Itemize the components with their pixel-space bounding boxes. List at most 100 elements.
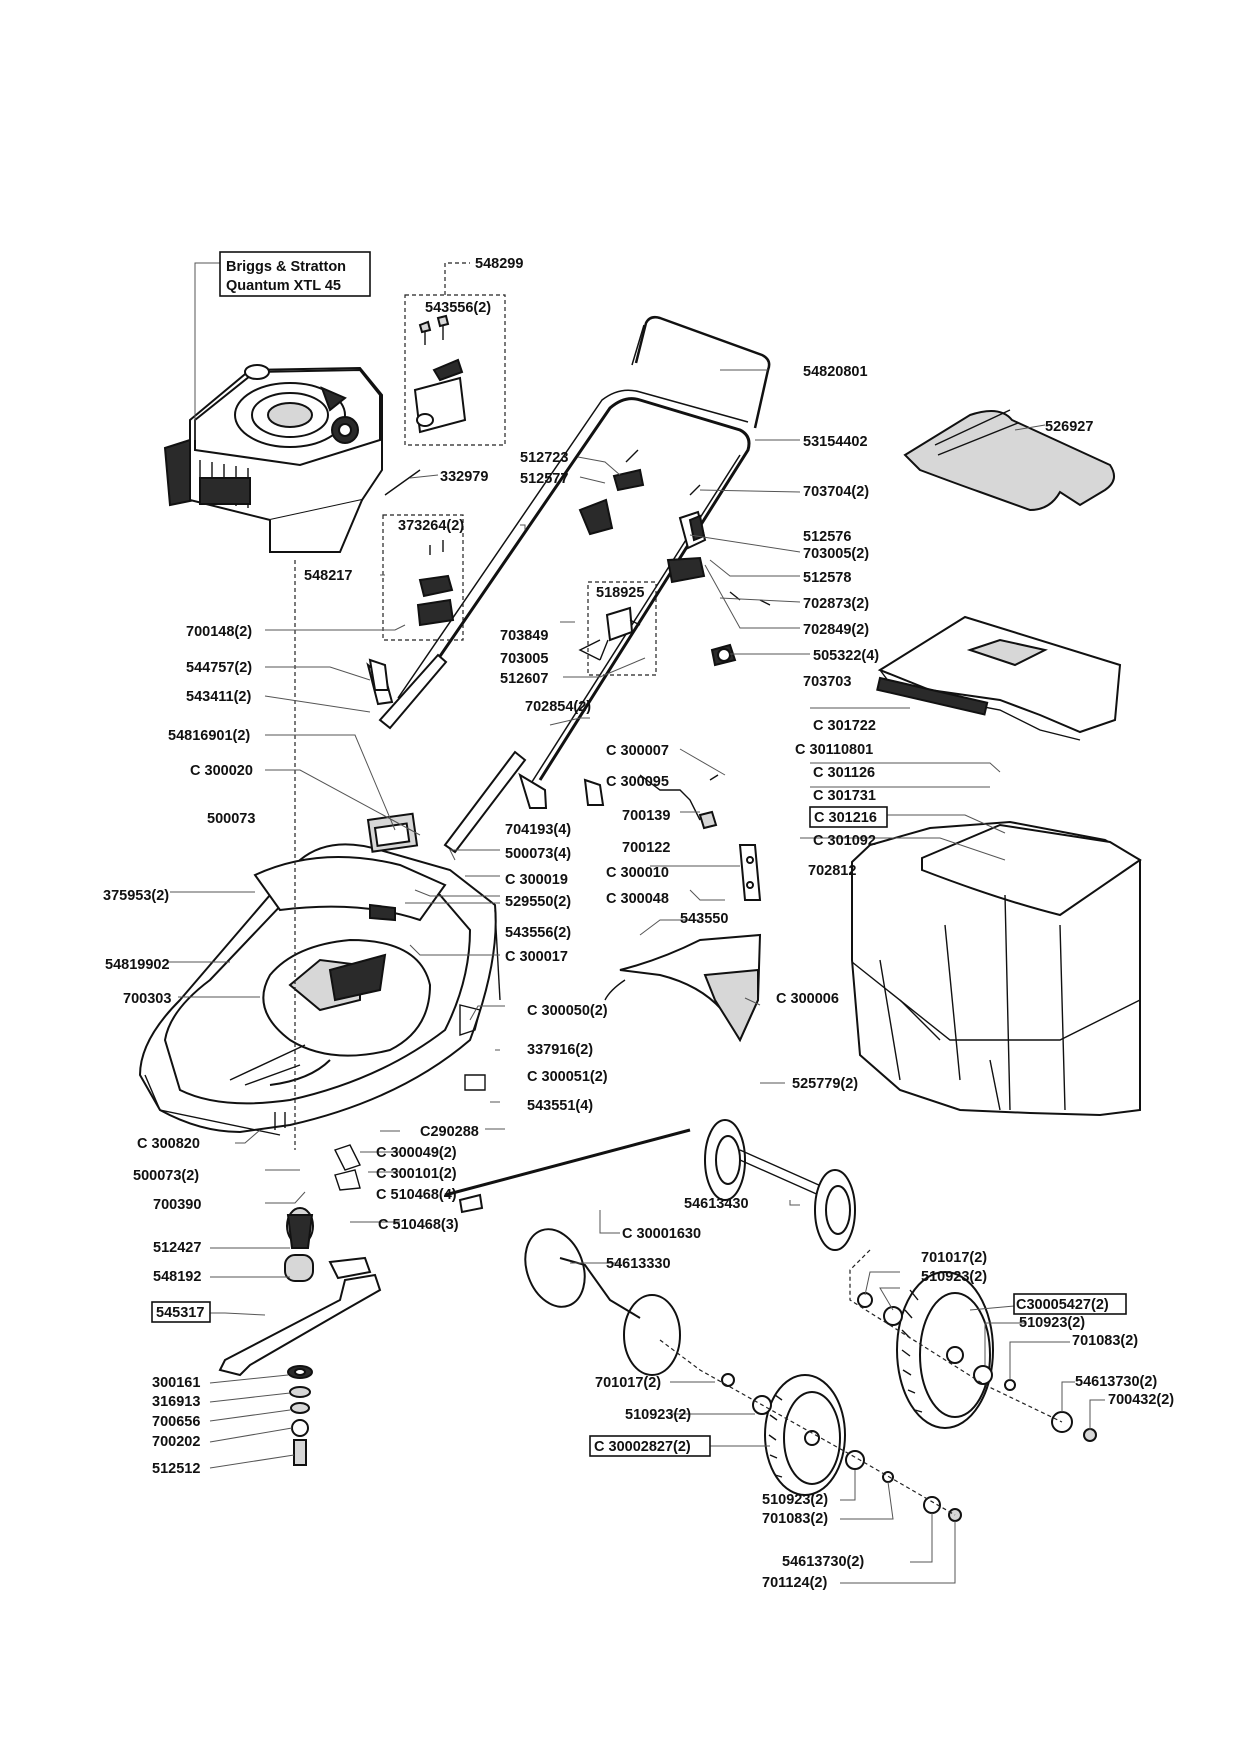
part-label: 703005	[500, 651, 548, 667]
part-label: 332979	[440, 469, 488, 485]
part-label: C 300007	[606, 743, 669, 759]
part-label: 500073	[207, 811, 255, 827]
part-label: 316913	[152, 1394, 200, 1410]
part-label: 700139	[622, 808, 670, 824]
rear-flap-drawing	[604, 933, 762, 1043]
part-label: 548299	[475, 256, 523, 272]
rear-wheel-axis	[849, 1249, 1063, 1423]
part-label: 704193(4)	[505, 822, 571, 838]
group-548299-leader	[444, 262, 470, 295]
grass-catcher-drawing	[851, 409, 1142, 1117]
group-548217-box	[382, 514, 464, 641]
part-label: 544757(2)	[186, 660, 252, 676]
part-label: 510923(2)	[921, 1269, 987, 1285]
engine-label-box	[219, 251, 371, 297]
part-label: 54613430	[684, 1196, 749, 1212]
part-label: 512578	[803, 570, 851, 586]
part-label: C 300017	[505, 949, 568, 965]
part-label: C290288	[420, 1124, 479, 1140]
part-label: 700202	[152, 1434, 200, 1450]
part-label: 702849(2)	[803, 622, 869, 638]
part-label: 526927	[1045, 419, 1093, 435]
part-label: 337916(2)	[527, 1042, 593, 1058]
part-label: 701017(2)	[595, 1375, 661, 1391]
leader-lines	[168, 262, 1105, 1584]
engine-label-line1: Briggs & Stratton	[226, 259, 346, 275]
part-label: 512723	[520, 450, 568, 466]
part-label: 512427	[153, 1240, 201, 1256]
label-c301216: C 301216	[814, 810, 877, 826]
part-label: 700656	[152, 1414, 200, 1430]
label-box-c30002827	[589, 1435, 711, 1457]
part-label: 543556(2)	[505, 925, 571, 941]
engine-label-line2: Quantum XTL 45	[226, 278, 341, 294]
part-label: 702873(2)	[803, 596, 869, 612]
part-label: 525779(2)	[792, 1076, 858, 1092]
part-label: C 300095	[606, 774, 669, 790]
part-label: C 30001630	[622, 1226, 701, 1242]
part-label: 700122	[622, 840, 670, 856]
part-label: 700148(2)	[186, 624, 252, 640]
part-label: 529550(2)	[505, 894, 571, 910]
part-label: C 300051(2)	[527, 1069, 608, 1085]
throttle-control-drawing	[384, 314, 641, 661]
group-548299-box	[404, 294, 506, 446]
part-label: 702812	[808, 863, 856, 879]
part-label: 53154402	[803, 434, 868, 450]
label-c30005427: C30005427(2)	[1016, 1297, 1109, 1313]
part-label: 54820801	[803, 364, 868, 380]
part-label: 701124(2)	[762, 1575, 827, 1591]
part-label: 505322(4)	[813, 648, 879, 664]
engine-drawing	[163, 364, 383, 553]
part-label: 548192	[153, 1269, 201, 1285]
part-label: 510923(2)	[1019, 1315, 1085, 1331]
blade-stack-drawing	[218, 1207, 382, 1466]
mower-deck-drawing	[138, 843, 501, 1136]
part-label: C 301126	[813, 765, 875, 781]
label-545317: 545317	[156, 1305, 204, 1321]
part-label: 500073(4)	[505, 846, 571, 862]
part-label: 701083(2)	[762, 1511, 828, 1527]
part-label: 548217	[304, 568, 352, 584]
part-label: 518925	[596, 585, 644, 601]
group-518925-box	[587, 581, 657, 676]
part-label: 543551(4)	[527, 1098, 593, 1114]
part-label: C 510468(3)	[378, 1217, 459, 1233]
handle-assembly-drawing	[366, 315, 771, 854]
label-box-c301216	[809, 806, 888, 828]
part-label: 700390	[153, 1197, 201, 1213]
part-label: C 300020	[190, 763, 253, 779]
part-label: 700303	[123, 991, 171, 1007]
part-label: 700432(2)	[1108, 1392, 1174, 1408]
label-c30002827: C 30002827(2)	[594, 1439, 691, 1455]
part-label: C 300006	[776, 991, 839, 1007]
label-box-c30005427	[1013, 1293, 1127, 1315]
part-label: C 300019	[505, 872, 568, 888]
part-label: C 510468(4)	[376, 1187, 457, 1203]
small-hardware-drawing	[334, 774, 762, 1191]
part-label: C 300050(2)	[527, 1003, 608, 1019]
part-label: C 300010	[606, 865, 669, 881]
front-wheel-axis	[659, 1339, 956, 1516]
part-label: 543411(2)	[186, 689, 251, 705]
part-label: 543550	[680, 911, 728, 927]
part-label: 375953(2)	[103, 888, 169, 904]
part-label: 500073(2)	[133, 1168, 199, 1184]
wheels-and-axles-drawing	[444, 1119, 1097, 1522]
part-label: C 300048	[606, 891, 669, 907]
part-label: 703005(2)	[803, 546, 869, 562]
part-label: C 300101(2)	[376, 1166, 457, 1182]
label-box-545317	[151, 1301, 211, 1323]
part-label: 512512	[152, 1461, 200, 1477]
part-label: 701083(2)	[1072, 1333, 1138, 1349]
part-label: 512576	[803, 529, 851, 545]
part-label: C 300049(2)	[376, 1145, 457, 1161]
part-label: 300161	[152, 1375, 200, 1391]
part-label: C 301722	[813, 718, 876, 734]
part-label: 54613330	[606, 1256, 671, 1272]
part-label: 54819902	[105, 957, 170, 973]
part-label: 702854(2)	[525, 699, 591, 715]
part-label: 701017(2)	[921, 1250, 987, 1266]
part-label: C 30110801	[795, 742, 873, 758]
